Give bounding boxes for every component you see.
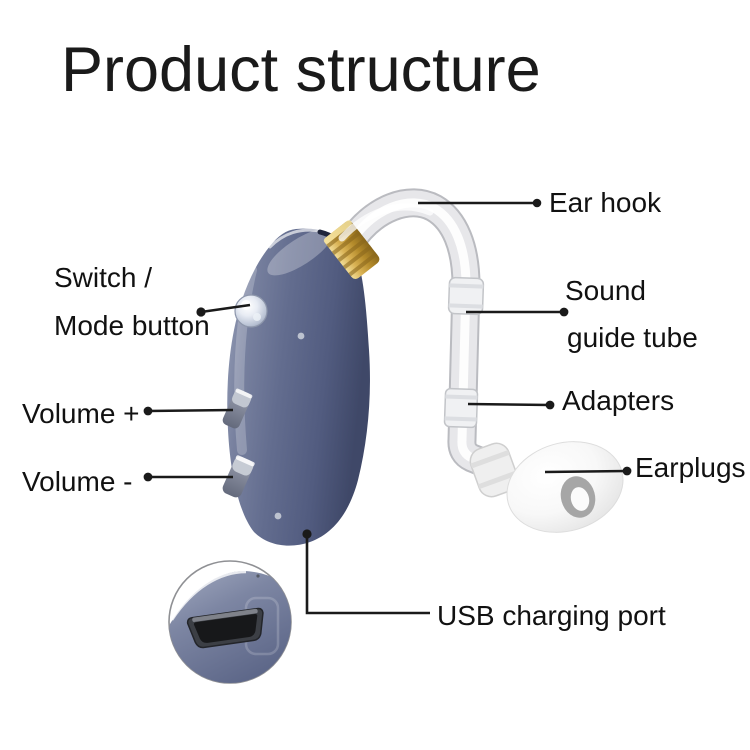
label-volume-minus: Volume - [22,466,133,497]
leader-dot-volume-plus [143,406,153,416]
leader-line-earplugs [544,469,628,474]
label-sound-guide-line2: guide tube [567,322,698,353]
tube-adapter-upper [447,276,485,316]
earplug [469,441,624,533]
volume-up-button [222,388,253,429]
tube-adapter-lower [443,387,479,429]
callout-dots [143,198,632,539]
leader-line-adapters [467,402,551,407]
usb-port-zoom [186,607,264,649]
label-sound-guide-line1: Sound [565,275,646,306]
body-screw-dot-upper [297,332,305,340]
label-switch-mode-line1: Switch / [54,262,153,293]
leader-line-mode-button [200,303,251,314]
page-title: Product structure [61,35,541,105]
label-usb-charging-port: USB charging port [437,600,666,631]
leader-dot-sound-guide-tube [559,307,569,317]
body-screw-dot-lower [274,512,282,520]
leader-dot-mode-button [196,307,206,317]
leader-dot-earplugs [622,466,632,476]
earplug-stem [469,442,519,498]
leader-dot-usb-port [302,529,312,539]
label-switch-mode-line2: Mode button [54,310,210,341]
leader-dot-adapters [545,400,555,410]
label-ear-hook: Ear hook [549,187,662,218]
tube-highlight [338,203,434,242]
leader-dot-volume-minus [143,472,153,482]
label-volume-plus: Volume + [22,398,140,429]
leader-dot-ear-hook [532,198,542,208]
label-adapters: Adapters [562,385,675,416]
label-earplugs: Earplugs [635,452,746,483]
usb-inset [168,560,292,684]
callout-lines [147,201,628,615]
leader-line-volume-plus [147,408,234,413]
volume-down-button [222,455,255,498]
leader-line-usb-port [305,534,430,615]
mode-button [234,294,268,328]
